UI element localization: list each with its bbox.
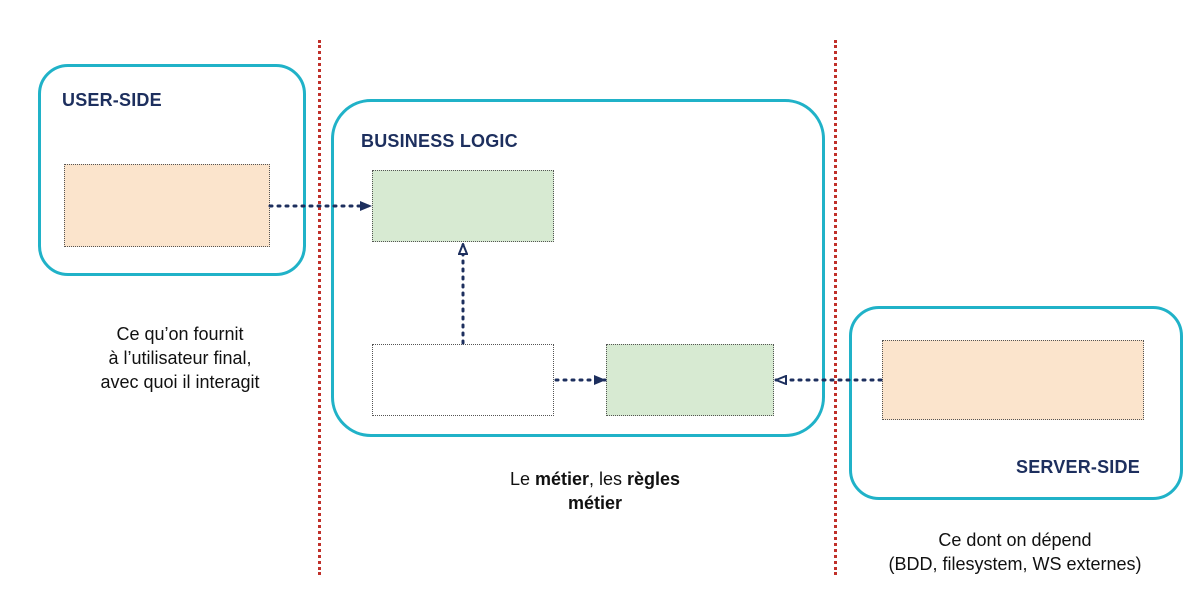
server-infrastructure-box <box>882 340 1144 420</box>
user-side-caption-line: à l’utilisateur final, <box>108 348 252 368</box>
user-side-title: USER-SIDE <box>62 90 162 110</box>
caption-text: Le <box>509 469 535 489</box>
separator-left <box>318 40 321 575</box>
separator-right <box>834 40 837 575</box>
user-side-caption-line: Ce qu’on fournit <box>116 324 244 344</box>
server-side-caption: Ce dont on dépend (BDD, filesystem, WS e… <box>850 528 1180 576</box>
server-side-caption-line: Ce dont on dépend <box>938 530 1092 550</box>
business-use-case-box <box>372 170 554 242</box>
server-side-title: SERVER-SIDE <box>1016 457 1140 477</box>
business-logic-caption: Le métier, les règles métier <box>450 467 740 515</box>
caption-bold-text: métier <box>567 493 623 513</box>
caption-text: , les <box>589 469 628 489</box>
server-side-caption-line: (BDD, filesystem, WS externes) <box>888 554 1142 574</box>
business-logic-caption-line: Le métier, les règles <box>450 467 740 491</box>
user-side-caption: Ce qu’on fournit à l’utilisateur final, … <box>60 322 300 394</box>
caption-bold-text: règles <box>627 469 681 489</box>
business-logic-caption-line: métier <box>450 491 740 515</box>
business-logic-title: BUSINESS LOGIC <box>361 131 518 151</box>
caption-bold-text: métier <box>534 469 589 489</box>
business-port-box <box>606 344 774 416</box>
user-side-caption-line: avec quoi il interagit <box>100 372 260 392</box>
